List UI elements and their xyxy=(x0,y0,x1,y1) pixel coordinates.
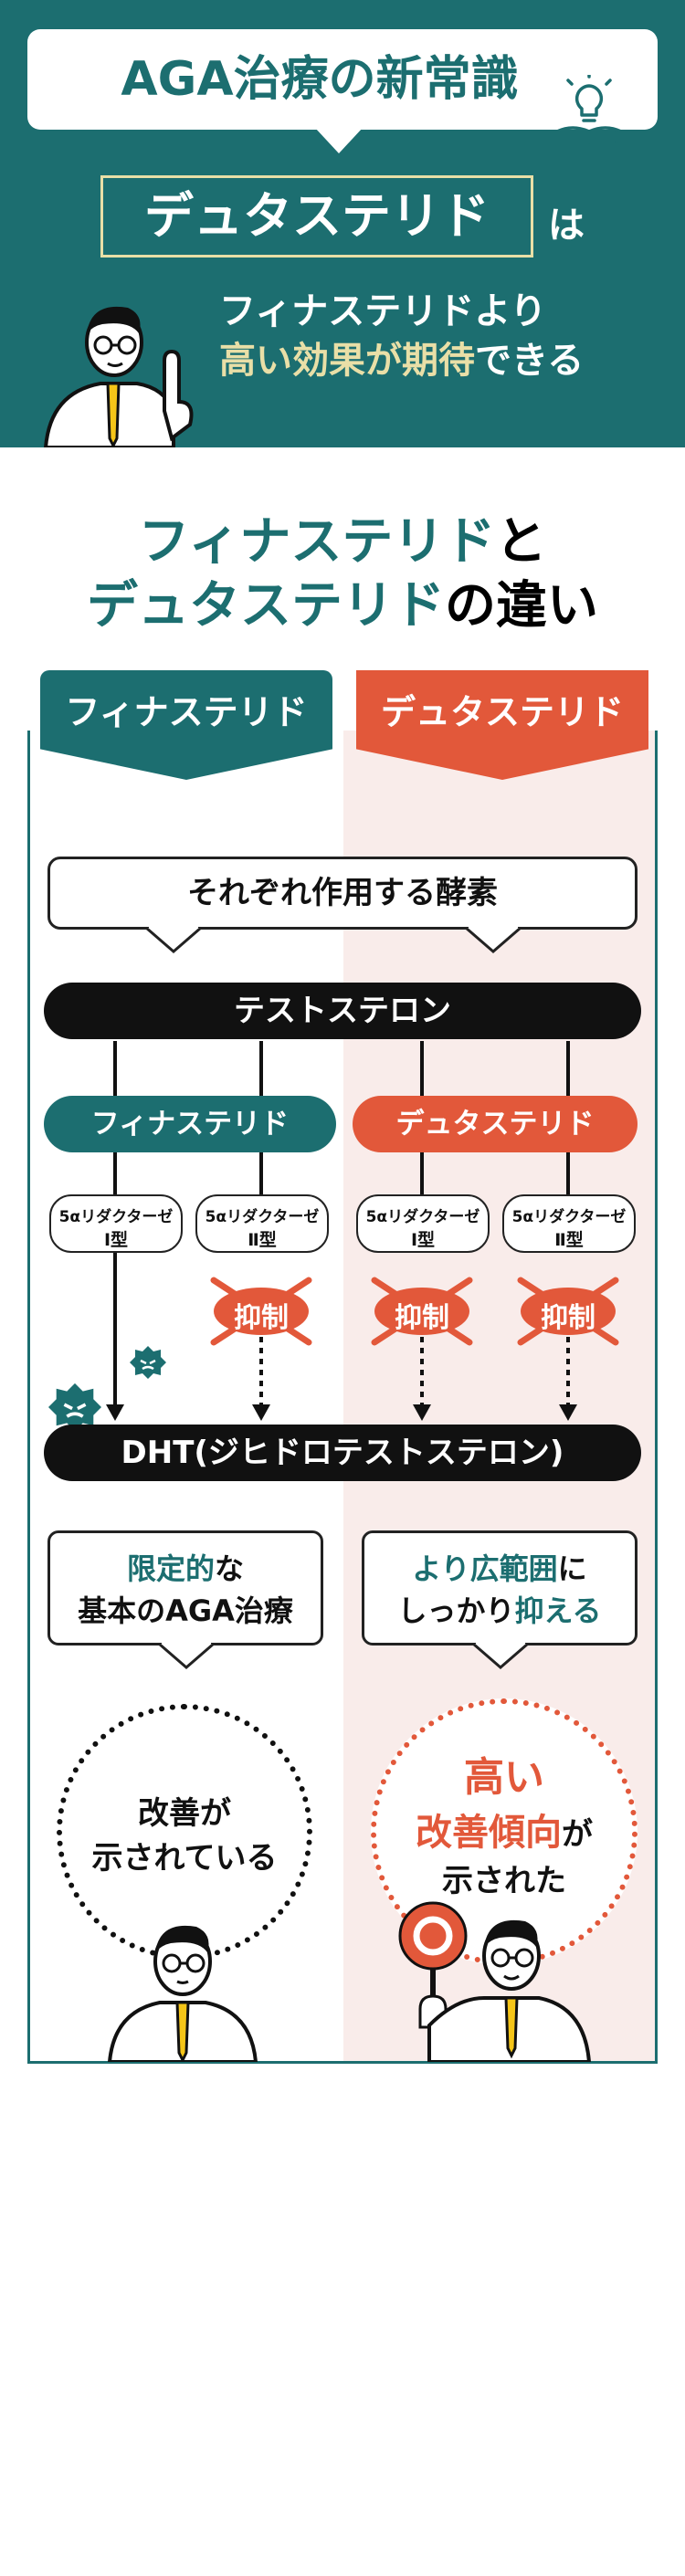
heading-finasteride: フィナステリド xyxy=(138,512,496,572)
testosterone-bar: テストステロン xyxy=(44,983,641,1039)
drug-particle: は xyxy=(548,205,585,247)
finasteride-pill: フィナステリド xyxy=(44,1096,336,1152)
finasteride-effect-circle: 改善が 示されている xyxy=(57,1704,312,1960)
heading-dutasteride: デュタステリド xyxy=(87,576,445,636)
dht-bar: DHT(ジヒドロテストステロン) xyxy=(44,1425,641,1481)
finasteride-result-bubble: 限定的な 基本のAGA治療 xyxy=(47,1530,323,1645)
section-heading-line-1: フィナステリドと xyxy=(0,500,685,574)
inhibit-badge: 抑制 xyxy=(206,1277,316,1346)
doctor-illustration xyxy=(107,1925,258,2062)
result-particle: な xyxy=(215,1551,245,1586)
enzyme-type-1-left: 5αリダクターゼ Ⅰ型 xyxy=(49,1194,183,1253)
cross-icon xyxy=(517,1277,619,1346)
effect-text: 示されている xyxy=(91,1840,278,1877)
enzyme-type-2-right: 5αリダクターゼ Ⅱ型 xyxy=(502,1194,636,1253)
inhibit-badge: 抑制 xyxy=(367,1277,477,1346)
enzyme-name: 5αリダクターゼ xyxy=(511,1208,627,1226)
enzyme-type-2-left: 5αリダクターゼ Ⅱ型 xyxy=(195,1194,329,1253)
heading-and: と xyxy=(495,512,547,572)
result-highlight: 限定的 xyxy=(126,1551,215,1586)
enzyme-name: 5αリダクターゼ xyxy=(365,1208,480,1226)
enzyme-box-pointer-left xyxy=(146,926,201,953)
effect-highlight: 改善傾向 xyxy=(416,1812,562,1854)
enzyme-name: 5αリダクターゼ xyxy=(205,1208,320,1226)
subtitle-rest: できる xyxy=(475,340,585,382)
bubble-pointer xyxy=(473,1642,528,1669)
title-card-pointer xyxy=(315,128,363,153)
doctor-pointing-illustration xyxy=(43,306,194,447)
drug-name: デュタステリド xyxy=(144,187,490,245)
enzyme-type: Ⅰ型 xyxy=(410,1230,436,1250)
section-heading-line-2: デュタステリドの違い xyxy=(0,564,685,638)
inhibit-label: 抑制 xyxy=(395,1302,449,1334)
lightbulb-book-icon xyxy=(555,75,623,144)
bubble-pointer xyxy=(159,1642,214,1669)
monster-large-icon xyxy=(48,1383,101,1432)
result-particle: に xyxy=(557,1551,587,1586)
monster-small-icon xyxy=(130,1346,166,1379)
enzyme-type: Ⅱ型 xyxy=(248,1230,277,1250)
inhibit-badge: 抑制 xyxy=(513,1277,623,1346)
cross-icon xyxy=(210,1277,312,1346)
subtitle-line-1: フィナステリドより xyxy=(219,290,547,332)
doctor-holding-circle-sign-illustration xyxy=(398,1901,592,2062)
result-text: しっかり xyxy=(397,1593,515,1628)
result-highlight: 抑える xyxy=(514,1593,602,1628)
inhibit-label: 抑制 xyxy=(234,1302,289,1334)
drug-name-box: デュタステリド xyxy=(100,175,533,258)
result-highlight: より広範囲 xyxy=(412,1551,558,1586)
heading-difference: の違い xyxy=(445,576,598,636)
page-title: AGA治療の新常識 xyxy=(121,52,519,107)
comparison-frame xyxy=(27,731,658,2064)
header-banner: AGA治療の新常識 デュタステリド は フィナステリドより 高い効果が期待できる xyxy=(0,0,685,447)
effect-highlight: 高い xyxy=(464,1754,544,1801)
inhibit-label: 抑制 xyxy=(541,1302,595,1334)
dutasteride-pill: デュタステリド xyxy=(353,1096,638,1152)
cross-icon xyxy=(371,1277,473,1346)
enzyme-box-pointer-right xyxy=(466,926,521,953)
enzyme-type-1-right: 5αリダクターゼ Ⅰ型 xyxy=(356,1194,490,1253)
enzyme-type: Ⅰ型 xyxy=(103,1230,129,1250)
effect-particle: が xyxy=(562,1816,593,1853)
subtitle-line-2: 高い効果が期待できる xyxy=(219,331,584,384)
dutasteride-result-bubble: より広範囲に しっかり抑える xyxy=(362,1530,638,1645)
enzyme-caption-box: それぞれ作用する酵素 xyxy=(47,857,638,930)
effect-text: 示された xyxy=(442,1863,566,1899)
enzyme-name: 5αリダクターゼ xyxy=(58,1208,174,1226)
effect-text: 改善が xyxy=(138,1795,231,1832)
subtitle-highlight: 高い効果が期待 xyxy=(219,340,475,382)
enzyme-type: Ⅱ型 xyxy=(554,1230,584,1250)
result-text: 基本のAGA治療 xyxy=(78,1593,293,1628)
title-card: AGA治療の新常識 xyxy=(27,29,658,144)
